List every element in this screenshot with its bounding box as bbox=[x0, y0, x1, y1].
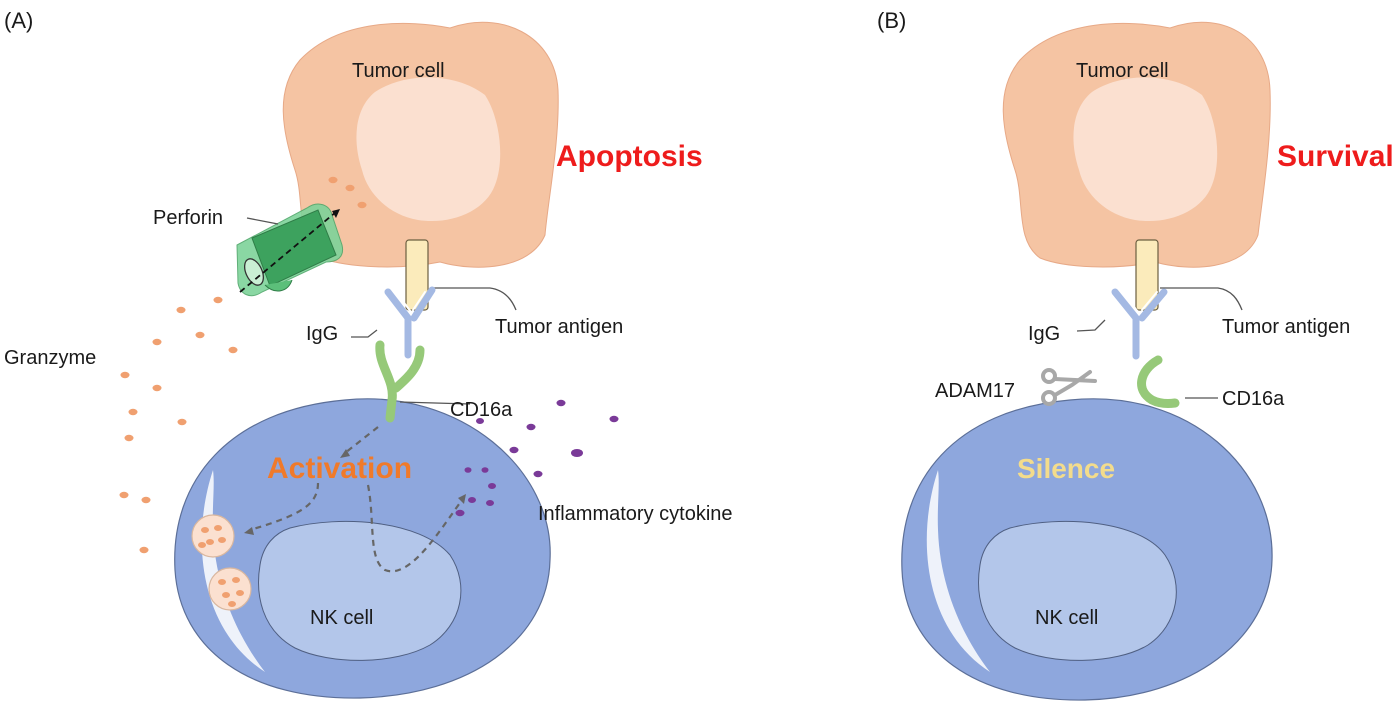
granule-vesicles bbox=[191, 514, 252, 611]
nk-cell-a: NK cell bbox=[174, 398, 551, 699]
igg-a-label: IgG bbox=[306, 323, 338, 345]
nk-cell-a-label: NK cell bbox=[310, 607, 373, 629]
apoptosis-label: Apoptosis bbox=[556, 140, 703, 173]
igg-a bbox=[384, 286, 436, 359]
survival-label: Survival bbox=[1277, 140, 1394, 173]
igg-a-leader bbox=[351, 329, 378, 338]
cd16a-a-label: CD16a bbox=[450, 399, 513, 421]
cd16a-a-leader bbox=[399, 401, 471, 405]
granzyme-dots bbox=[119, 296, 238, 554]
nk-cell-b-label: NK cell bbox=[1035, 607, 1098, 629]
cytokine-label: Inflammatory cytokine bbox=[538, 503, 733, 525]
nk-cell-a-nucleus bbox=[258, 521, 462, 661]
cd16a-b bbox=[1137, 355, 1180, 409]
perforin-label: Perforin bbox=[153, 207, 223, 229]
tumor-antigen-a-label: Tumor antigen bbox=[495, 316, 623, 338]
tumor-antigen-b-leader bbox=[1160, 287, 1243, 311]
cd16a-b-label: CD16a bbox=[1222, 388, 1285, 410]
tumor-cell-a-nucleus bbox=[356, 77, 501, 222]
signal-arrows bbox=[244, 426, 466, 573]
granzyme-label: Granzyme bbox=[4, 347, 96, 369]
cytokine-dots bbox=[455, 399, 619, 517]
tumor-antigen-b-label: Tumor antigen bbox=[1222, 316, 1350, 338]
igg-b bbox=[1111, 288, 1168, 360]
silence-label: Silence bbox=[1017, 453, 1115, 484]
panel-a: (A) Tumor cell Apoptosis Perforin Granzy… bbox=[4, 8, 733, 699]
activation-label: Activation bbox=[267, 452, 412, 485]
tumor-antigen-a-leader bbox=[430, 287, 517, 311]
adam17-label: ADAM17 bbox=[935, 380, 1015, 402]
perforin-pore bbox=[236, 203, 344, 297]
tumor-cell-b-nucleus bbox=[1073, 77, 1218, 222]
tumor-cell-b-label: Tumor cell bbox=[1076, 60, 1169, 82]
nk-cell-b-nucleus bbox=[978, 521, 1177, 661]
granzyme-dots-tumor bbox=[328, 176, 367, 209]
igg-b-label: IgG bbox=[1028, 323, 1060, 345]
panel-b-label: (B) bbox=[877, 8, 906, 33]
panel-b: (B) Tumor cell Survival NK cell Silence … bbox=[877, 8, 1394, 701]
tumor-cell-a: Tumor cell bbox=[282, 21, 559, 268]
igg-b-leader bbox=[1076, 319, 1106, 332]
scissors-icon bbox=[1041, 368, 1097, 406]
tumor-cell-a-label: Tumor cell bbox=[352, 60, 445, 82]
cd16a-a bbox=[375, 340, 425, 423]
tumor-cell-b: Tumor cell bbox=[1002, 21, 1271, 268]
panel-a-label: (A) bbox=[4, 8, 33, 33]
perforin-leader bbox=[246, 217, 279, 225]
nk-cell-b: NK cell bbox=[901, 398, 1273, 701]
